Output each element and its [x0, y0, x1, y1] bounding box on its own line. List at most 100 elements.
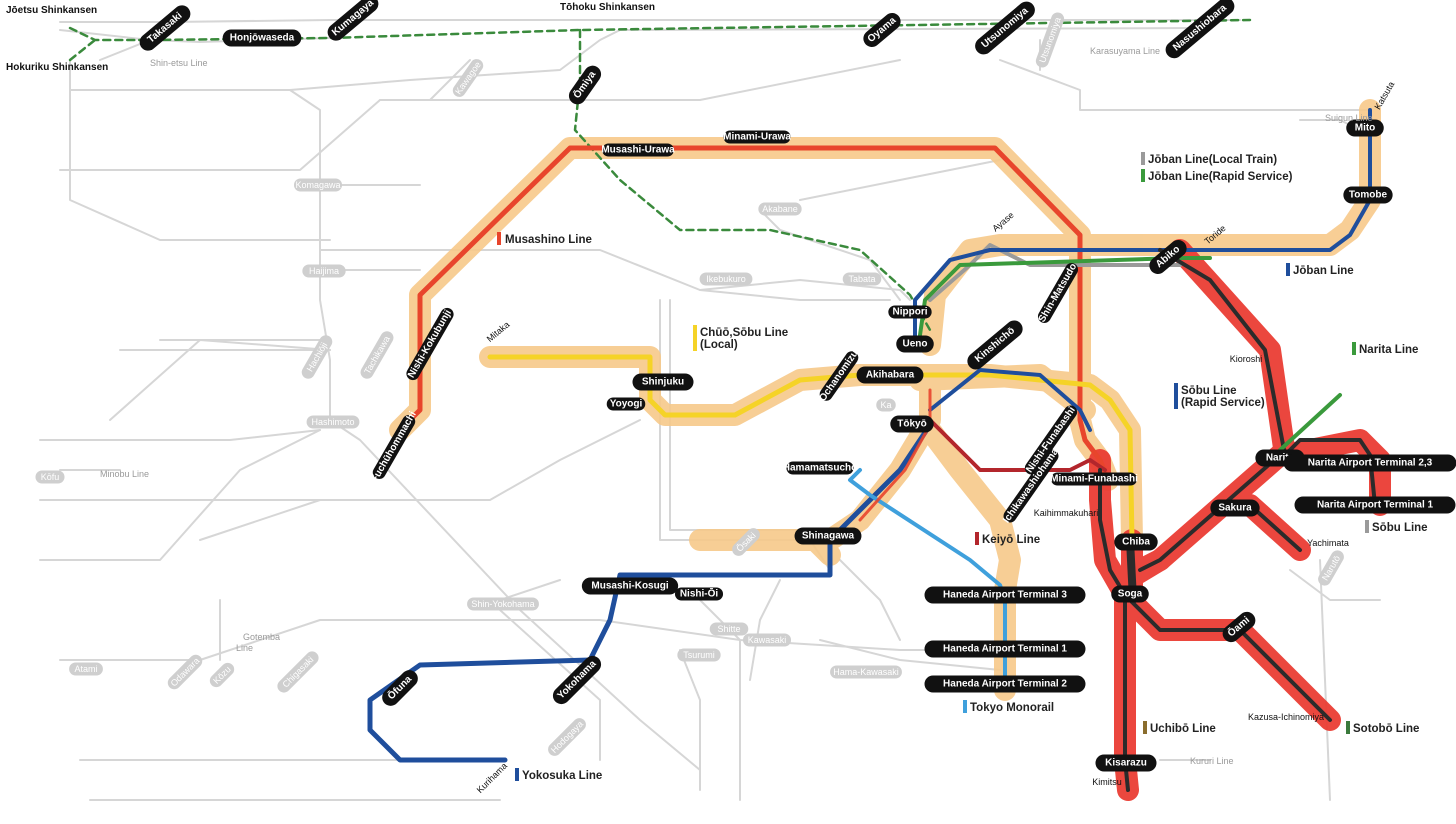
station-pill-hodogaya: [548, 718, 586, 756]
station-pill-haijima: [302, 264, 346, 278]
station-takasaki: Takasaki: [139, 5, 191, 51]
plain-label-katsuta: Katsuta: [1372, 80, 1396, 111]
legend-narita-line: Narita Line: [1359, 344, 1418, 356]
legend-swatch-joban: [1286, 263, 1290, 276]
station-label-chigasaki: Chigasaki: [280, 654, 315, 689]
station-nasushiobara: Nasushiobara: [1165, 0, 1235, 59]
legend-yokosuka-line: Yokosuka Line: [522, 770, 602, 782]
station-label-kofu: Kōfu: [41, 472, 60, 482]
station-label-nippori: Nippori: [893, 307, 928, 318]
station-tokyo: Tōkyō: [890, 415, 934, 433]
station-label-yoyogi: Yoyogi: [610, 399, 643, 410]
station-label-minami-urawa: Minami-Urawa: [723, 132, 791, 143]
station-pill-nishi-oi: [674, 587, 724, 601]
station-pill-ichikawashiohama: [1003, 449, 1059, 523]
station-label-naruto: Narutō: [1320, 554, 1342, 582]
station-nishi-oi: Nishi-Ōi: [674, 587, 724, 601]
station-pill-kawagoe: [452, 59, 484, 97]
gray-label-shin-etsu-line: Shin-etsu Line: [150, 58, 208, 68]
station-pill-tsurumi: [677, 648, 721, 662]
joban-local-line: [928, 243, 1182, 302]
legend-swatch-narita: [1352, 342, 1356, 355]
station-pill-takasaki: [139, 5, 191, 51]
station-minami-funabashi: Minami-Funabashi: [1050, 472, 1138, 486]
station-honjowaseda: Honjōwaseda: [222, 29, 302, 47]
station-pill-soga: [1111, 585, 1149, 603]
station-yoyogi: Yoyogi: [606, 397, 646, 411]
station-pill-naruto: [1318, 550, 1344, 586]
plain-label-kurihama: Kurihama: [475, 761, 509, 795]
station-pill-kumagaya: [327, 0, 379, 41]
gray-label-karasuyama-line: Karasuyama Line: [1090, 46, 1160, 56]
keiyo-line: [928, 418, 1107, 472]
station-pill-tachikawa: [360, 331, 394, 379]
station-label-hodogaya: Hodogaya: [549, 719, 585, 755]
station-pill-utsunomiya: [975, 1, 1035, 55]
legend-swatch-uchibo: [1143, 721, 1147, 734]
station-pill-akabane: [758, 202, 802, 216]
station-label-tachikawa: Tachikawa: [362, 334, 392, 375]
station-label-haneda-airport-terminal-2: Haneda Airport Terminal 2: [943, 679, 1067, 690]
station-odawara: Odawara: [167, 654, 203, 690]
station-label-hama-kawasaki: Hama-Kawasaki: [833, 667, 899, 677]
station-pill-shin-matsudo: [1037, 263, 1079, 323]
sobu-black-line: [1158, 248, 1287, 457]
station-shin-yokohama: Shin-Yokohama: [467, 597, 539, 611]
station-label-akihabara: Akihabara: [866, 370, 915, 381]
station-pill-nishi-kokubunji: [406, 307, 454, 381]
station-fuchuhommachi: Fuchūhommachi: [369, 409, 419, 484]
station-pill-fuchuhommachi: [372, 415, 416, 479]
station-haijima: Haijima: [302, 264, 346, 278]
legend-swatch-chuo-sobu: [693, 325, 697, 351]
legend-swatch-sobu-gray: [1365, 520, 1369, 533]
station-atami: Atami: [69, 662, 103, 676]
shinkansen-labels: Jōetsu Shinkansen Hokuriku Shinkansen Tō…: [6, 2, 655, 73]
station-pill-sakura: [1210, 499, 1260, 517]
station-hamamatsucho: Hamamatsuchō: [783, 461, 857, 475]
narita-green-line: [1278, 393, 1342, 452]
station-pill-ikebukuro: [699, 272, 753, 286]
station-minami-urawa: Minami-Urawa: [723, 130, 791, 144]
station-tachikawa: Tachikawa: [360, 331, 394, 379]
station-label-akabane: Akabane: [762, 204, 798, 214]
station-pill-kofu: [35, 470, 65, 484]
station-ueno: Ueno: [896, 335, 934, 353]
station-label-shitte: Shitte: [717, 624, 740, 634]
station-pill-narita-airport-terminal-2-3: [1283, 454, 1456, 472]
station-pill-nishi-funabashi: [1024, 405, 1078, 475]
station-pill-hachioji: [301, 335, 333, 379]
legend-sobu-line: Sōbu Line: [1181, 385, 1237, 397]
station-pill-kozu: [209, 662, 235, 688]
station-kofu: Kōfu: [35, 470, 65, 484]
station-label-soga: Soga: [1118, 589, 1143, 600]
station-haneda-airport-terminal-2: Haneda Airport Terminal 2: [924, 675, 1086, 693]
legend-swatch-joban-rapid: [1141, 169, 1145, 182]
station-pill-ochanomizu: [819, 351, 859, 401]
legend-swatch-joban-local: [1141, 152, 1145, 165]
narita-black-line: [1283, 438, 1377, 507]
station-hashimoto: Hashimoto: [306, 415, 360, 429]
station-haneda-airport-terminal-3: Haneda Airport Terminal 3: [924, 586, 1086, 604]
station-label-kinshicho: Kinshichō: [973, 325, 1017, 365]
station-pill-musashi-urawa: [602, 143, 674, 157]
station-label-nishi-oi: Nishi-Ōi: [680, 588, 719, 600]
station-pill-oyama: [863, 13, 901, 47]
tokaido-orange: [858, 388, 932, 522]
station-pill-honjowaseda: [222, 29, 302, 47]
legend-swatch-sotobo: [1346, 721, 1350, 734]
legend-swatch-musashino: [497, 232, 501, 245]
station-haneda-airport-terminal-1: Haneda Airport Terminal 1: [924, 640, 1086, 658]
station-nippori: Nippori: [888, 305, 932, 319]
station-label-tokyo: Tōkyō: [897, 419, 926, 430]
legend-chuo-sobu-line: Chūō,Sōbu Line: [700, 327, 788, 339]
station-shinjuku: Shinjuku: [632, 373, 694, 391]
station-pill-omiya: [568, 65, 602, 105]
label-joetsu-shinkansen: Jōetsu Shinkansen: [6, 5, 97, 16]
station-pill-haneda-airport-terminal-3: [924, 586, 1086, 604]
legend-swatch-keiyo: [975, 532, 979, 545]
station-narita-airport-terminal-1: Narita Airport Terminal 1: [1294, 496, 1456, 514]
station-pill-nippori: [888, 305, 932, 319]
legend-joban-line: Jōban Line: [1293, 265, 1354, 277]
legend-swatch-sobu-rapid: [1174, 383, 1178, 409]
station-pill-yoyogi: [606, 397, 646, 411]
